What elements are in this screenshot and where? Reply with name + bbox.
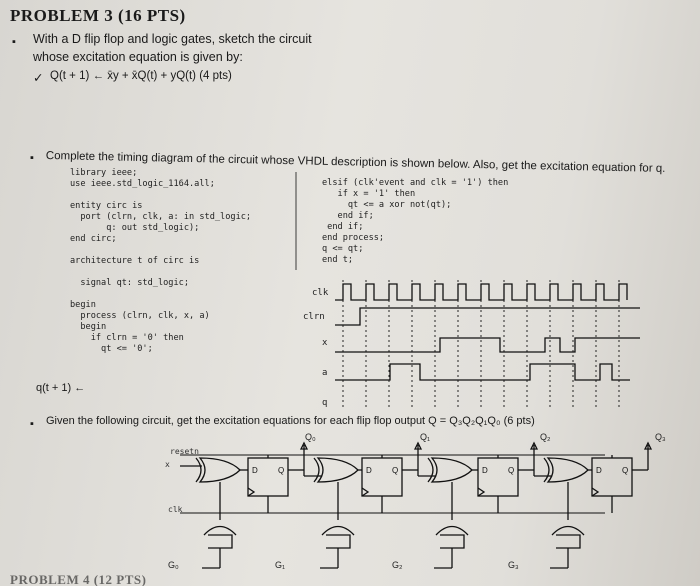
xor-gate-arc [543, 457, 550, 483]
part1-line1: With a D flip flop and logic gates, sket… [33, 32, 312, 46]
g3-label: G₃ [508, 560, 519, 570]
vhdl-left-line: q: out std_logic); [70, 223, 200, 233]
check-icon: ✓ [33, 71, 44, 85]
next-problem-fragment: PROBLEM 4 (12 PTS) [10, 572, 147, 586]
vhdl-right-line: end if; [322, 222, 364, 232]
x-waveform [335, 337, 640, 353]
bullet-3: ▪ [30, 418, 34, 430]
g0-label: G₀ [168, 560, 179, 570]
q-arrow [413, 441, 423, 450]
problem-title: PROBLEM 3 (16 PTS) [10, 6, 186, 25]
vhdl-left-line: library ieee; [70, 168, 138, 178]
clock-triangle [361, 487, 370, 497]
q-arrow [299, 441, 309, 450]
signal-label-x: x [322, 338, 328, 348]
d-flipflop [247, 457, 289, 497]
vhdl-left-line: signal qt: std_logic; [70, 278, 189, 288]
vhdl-left-line: port (clrn, clk, a: in std_logic; [70, 212, 252, 222]
vhdl-left-line: begin [70, 300, 96, 310]
g-driver-top [321, 525, 355, 536]
a-waveform [335, 363, 630, 381]
d-flipflop [591, 457, 633, 497]
bullet-2: ▪ [30, 152, 34, 164]
clock-triangle [591, 487, 600, 497]
signal-label-q: q [322, 398, 328, 408]
x-label: x [165, 460, 170, 469]
vhdl-right-line: end if; [322, 211, 374, 221]
xor-gate-arc [195, 457, 202, 483]
part1-line2: whose excitation equation is given by: [33, 50, 243, 64]
xor-gate [546, 457, 589, 483]
xor-gate [430, 457, 473, 483]
q-arrow [643, 441, 653, 450]
g-driver [326, 534, 351, 549]
q-pin-label: Q [392, 466, 398, 475]
g2-label: G₂ [392, 560, 403, 570]
q2-label: Q₂ [540, 432, 551, 442]
d-flipflop [477, 457, 519, 497]
clrn-waveform [335, 307, 640, 326]
clk-label: clk [168, 505, 183, 514]
vhdl-right-line: q <= qt; [322, 244, 364, 254]
vhdl-left-line: begin [70, 322, 107, 332]
vhdl-right-line: elsif (clk'event and clk = '1') then [322, 178, 509, 188]
q-pin-label: Q [508, 466, 514, 475]
vhdl-right-line: end t; [322, 255, 354, 265]
vhdl-left-line: entity circ is [70, 201, 143, 211]
vhdl-left-line: if clrn = '0' then [70, 333, 184, 343]
xor-gate [198, 457, 241, 483]
vhdl-left-line: qt <= '0'; [70, 344, 153, 354]
q1-label: Q₁ [420, 432, 431, 442]
g1-label: G₁ [275, 560, 286, 570]
vhdl-right-line: if x = '1' then [322, 189, 416, 199]
vhdl-left-line: end circ; [70, 234, 117, 244]
q-arrow [529, 441, 539, 450]
signal-label-clk: clk [312, 288, 329, 298]
q-next-prompt: q(t + 1) ← [36, 382, 86, 394]
q0-label: Q₀ [305, 432, 316, 442]
d-pin-label: D [252, 466, 258, 475]
g-driver-top [435, 525, 469, 536]
vhdl-right-line: qt <= a xor not(qt); [322, 200, 452, 210]
d-pin-label: D [596, 466, 602, 475]
q-pin-label: Q [278, 466, 284, 475]
part1-equation: Q(t + 1) ← x̄y + x̄Q(t) + yQ(t) (4 pts) [50, 70, 232, 82]
vhdl-left-line: process (clrn, clk, x, a) [70, 311, 210, 321]
d-pin-label: D [482, 466, 488, 475]
clk-waveform [335, 283, 628, 301]
g-driver-top [551, 525, 585, 536]
xor-gate-arc [427, 457, 434, 483]
vhdl-left-line: use ieee.std_logic_1164.all; [70, 179, 215, 189]
vhdl-code-right: elsif (clk'event and clk = '1') then if … [322, 178, 508, 266]
g-driver-top [203, 525, 237, 536]
resetn-label: resetn [170, 447, 199, 456]
xor-gate-arc [313, 457, 320, 483]
g-driver [440, 534, 465, 549]
q-pin-label: Q [622, 466, 628, 475]
part3-instructions: Given the following circuit, get the exc… [46, 415, 535, 427]
timing-guides [342, 280, 620, 410]
clock-triangle [247, 487, 256, 497]
vhdl-left-line: architecture t of circ is [70, 256, 200, 266]
d-flipflop [361, 457, 403, 497]
g-driver [208, 534, 233, 549]
bullet-1: ▪ [12, 36, 16, 48]
signal-label-clrn: clrn [303, 312, 325, 322]
xor-gate [316, 457, 359, 483]
g-driver [556, 534, 581, 549]
clock-triangle [477, 487, 486, 497]
vhdl-code-left: library ieee;use ieee.std_logic_1164.all… [70, 168, 251, 355]
d-pin-label: D [366, 466, 372, 475]
q3-label: Q₃ [655, 432, 666, 442]
signal-label-a: a [322, 368, 328, 378]
vhdl-right-line: end process; [322, 233, 385, 243]
